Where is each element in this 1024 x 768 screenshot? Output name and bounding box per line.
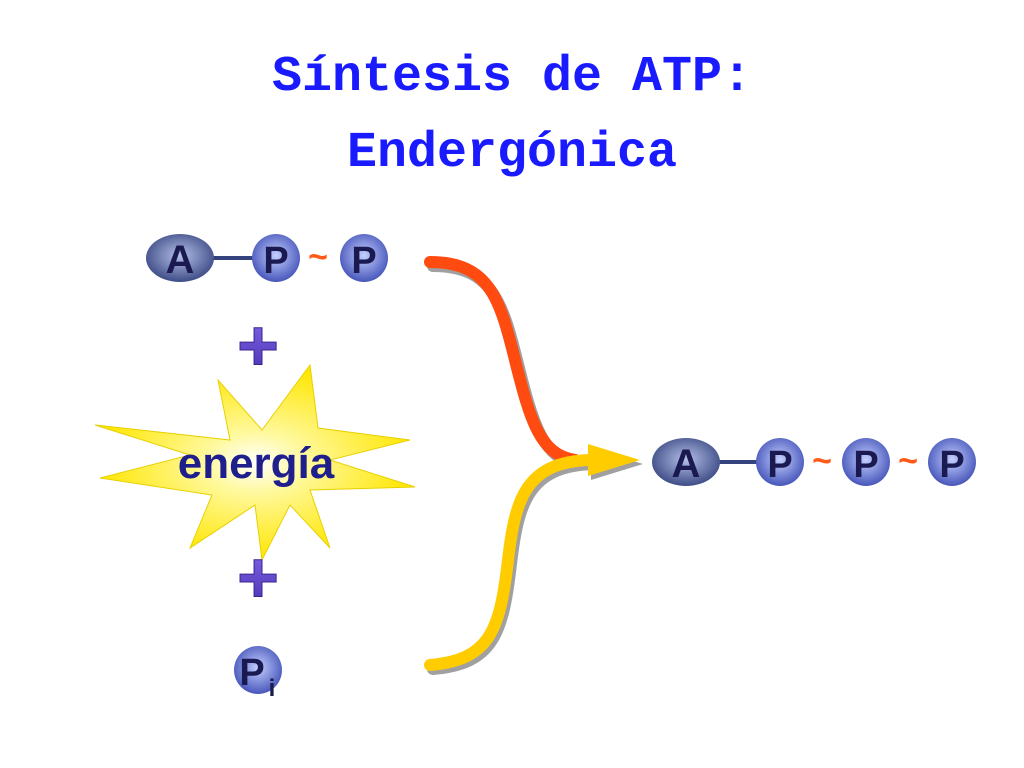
inorganic-phosphate-label: P bbox=[239, 652, 264, 694]
upper-arrow bbox=[424, 256, 581, 466]
atp-phosphate-3-label: P bbox=[939, 444, 964, 486]
inorganic-phosphate: P i bbox=[234, 646, 282, 702]
converging-arrows bbox=[424, 256, 643, 675]
atp-phosphate-2-label: P bbox=[853, 444, 878, 486]
arrowhead-icon bbox=[588, 444, 640, 476]
page-title: Síntesis de ATP: Endergónica bbox=[0, 40, 1024, 192]
lower-arrow bbox=[424, 454, 596, 671]
adp-high-energy-bond: ~ bbox=[308, 238, 328, 276]
upper-arrow-shadow bbox=[427, 260, 584, 470]
atp-molecule: A P ~ P ~ P bbox=[652, 438, 976, 486]
atp-phosphate-1-shape bbox=[756, 438, 804, 486]
atp-adenosine-shape bbox=[652, 438, 720, 486]
atp-phosphate-3-shape bbox=[928, 438, 976, 486]
plus-sign-1: + bbox=[237, 306, 279, 386]
inorganic-phosphate-shape bbox=[234, 646, 282, 694]
plus-sign-2: + bbox=[237, 538, 279, 618]
energy-burst: energía bbox=[94, 363, 416, 562]
title-line-2: Endergónica bbox=[346, 125, 678, 182]
energy-label: energía bbox=[178, 439, 335, 488]
title-line-1: Síntesis de ATP: bbox=[271, 49, 753, 106]
inorganic-phosphate-subscript: i bbox=[269, 675, 276, 702]
adp-molecule: A P ~ P bbox=[146, 234, 388, 282]
atp-phosphate-1-label: P bbox=[767, 444, 792, 486]
adp-phosphate-1-shape bbox=[252, 234, 300, 282]
atp-high-energy-bond-1: ~ bbox=[812, 442, 832, 480]
adp-phosphate-2-label: P bbox=[351, 240, 376, 282]
adp-phosphate-1-label: P bbox=[263, 240, 288, 282]
atp-phosphate-2-shape bbox=[842, 438, 890, 486]
energy-burst-star-icon bbox=[94, 363, 416, 562]
adp-adenosine-shape bbox=[146, 234, 214, 282]
adp-adenosine-label: A bbox=[166, 238, 195, 282]
atp-adenosine-label: A bbox=[672, 442, 701, 486]
adp-phosphate-2-shape bbox=[340, 234, 388, 282]
atp-high-energy-bond-2: ~ bbox=[898, 442, 918, 480]
